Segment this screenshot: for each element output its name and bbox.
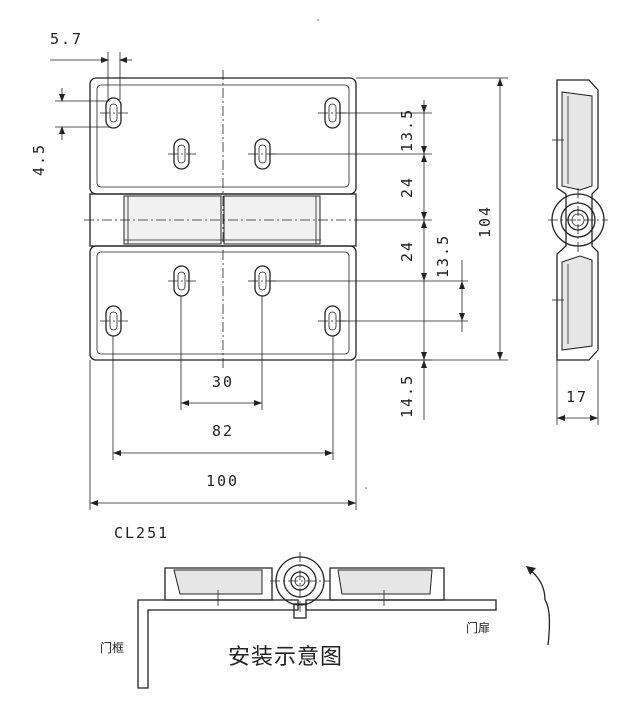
dim-half-height-top: 24: [398, 176, 416, 198]
door-frame: [137, 599, 299, 689]
dim-total-width: 100: [206, 472, 239, 490]
door-leaf-label: 门扉: [466, 620, 490, 635]
dim-inner-hole-spacing: 30: [212, 373, 234, 391]
installation-view: [137, 552, 551, 689]
dim-hole-spacing-bottom: 13.5: [434, 234, 452, 278]
dim-half-height-bottom: 24: [398, 240, 416, 262]
side-view: [548, 79, 608, 425]
dim-hole-spacing-top: 13.5: [398, 108, 416, 152]
installation-title: 安装示意图: [228, 645, 343, 670]
door-frame-label: 门框: [100, 640, 124, 655]
dim-hole-offset-y: 4.5: [30, 143, 48, 176]
dim-total-height: 104: [476, 205, 494, 238]
dim-outer-hole-spacing: 82: [212, 422, 234, 440]
front-view: [84, 70, 362, 370]
dim-hole-offset-x: 5.7: [50, 30, 83, 48]
model-label: CL251: [114, 524, 169, 542]
dim-edge-offset: 14.5: [398, 374, 416, 418]
dim-thickness: 17: [566, 388, 588, 406]
door-leaf: [305, 599, 497, 611]
dimension-lines: [50, 52, 508, 510]
